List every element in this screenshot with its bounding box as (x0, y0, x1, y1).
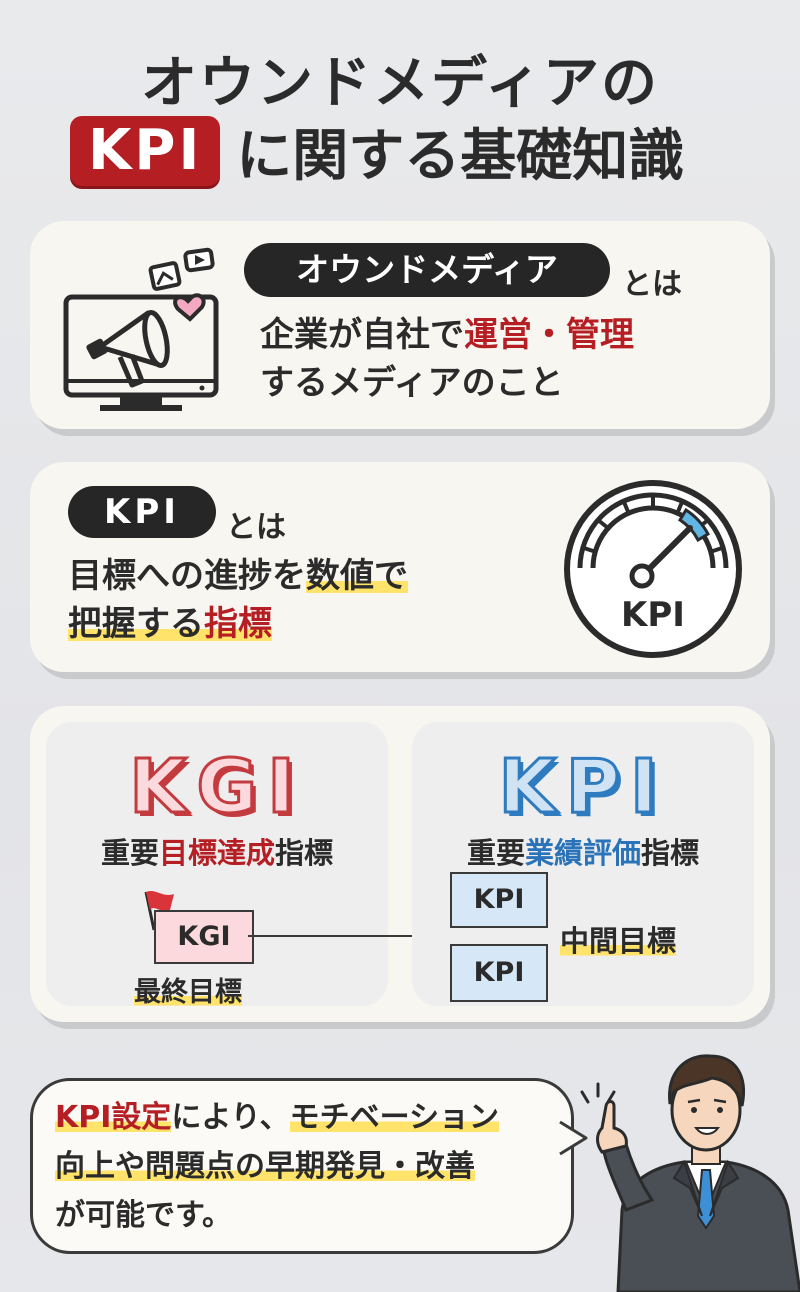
kgi-subtitle: 重要目標達成指標 (46, 830, 388, 872)
bubble-l3: が可能です。 (55, 1198, 232, 1233)
owned-media-line2: するメディアのこと (260, 363, 564, 403)
title-kpi-badge: KPI (70, 116, 221, 186)
flag-icon (144, 891, 174, 931)
kgi-caption: 最終目標 (134, 970, 242, 1009)
kpi-sub-prefix: 重要 (466, 836, 525, 870)
kgi-caption-text: 最終目標 (134, 977, 242, 1008)
owned-media-pill: オウンドメディア (244, 243, 610, 297)
page-title-line2: KPI に関する基礎知識 (70, 114, 684, 189)
owned-media-definition: 企業が自社で運営・管理 するメディアのこと (260, 311, 634, 407)
kpi-caption: 中間目標 (560, 918, 677, 960)
kpi-line2-b: 指標 (204, 604, 272, 644)
megaphone-monitor-icon (63, 247, 219, 411)
kpi-line1-b: 数値で (306, 556, 408, 596)
owned-media-towa: とは (622, 267, 682, 302)
kgi-heading: KGI (128, 743, 305, 832)
kpi-definition-text: 目標への進捗を数値で 把握する指標 (68, 552, 408, 648)
kpi-box-2: KPI (450, 944, 548, 1002)
kpi-sub-blue: 業績評価 (524, 836, 641, 870)
kpi-box-1: KPI (450, 872, 548, 928)
owned-media-line1-red: 運営・管理 (464, 315, 634, 355)
gauge-label: KPI (621, 595, 685, 635)
kgi-sub-prefix: 重要 (100, 836, 159, 870)
bubble-tail (556, 1120, 588, 1156)
kpi-sub-suffix: 指標 (641, 836, 700, 870)
kpi-caption-text: 中間目標 (560, 924, 677, 958)
kgi-box: KGI (154, 910, 254, 964)
kgi-sub-suffix: 指標 (275, 836, 334, 870)
kgi-sub-red: 目標達成 (158, 836, 275, 870)
speech-bubble-text: KPI設定により、モチベーション 向上や問題点の早期発見・改善 が可能です。 (55, 1093, 500, 1240)
owned-media-line1-prefix: 企業が自社で (260, 315, 464, 355)
owned-media-card: オウンドメディア とは 企業が自社で運営・管理 するメディアのこと (30, 221, 770, 429)
speech-bubble: KPI設定により、モチベーション 向上や問題点の早期発見・改善 が可能です。 (30, 1078, 574, 1254)
bubble-l2-hl: 向上や問題点の早期発見・改善 (55, 1149, 475, 1184)
bubble-l1-hl: モチベーション (289, 1100, 500, 1135)
bubble-l1-red: KPI設定 (55, 1100, 172, 1135)
kpi-heading: KPI (497, 743, 668, 832)
kpi-panel: KPI 重要業績評価指標 KPI KPI 中間目標 (412, 722, 754, 1006)
page-title-line1: オウンドメディアの (140, 51, 660, 116)
kgi-panel: KGI 重要目標達成指標 KGI 最終目標 (46, 722, 388, 1009)
kpi-line1-a: 目標への進捗を (68, 556, 306, 596)
businessman-illustration (580, 1054, 800, 1292)
kpi-subtitle: 重要業績評価指標 (412, 830, 754, 872)
gauge-icon: KPI (564, 480, 742, 658)
kpi-definition-towa: とは (226, 510, 286, 545)
kpi-definition-pill: KPI (68, 486, 216, 538)
kpi-definition-card: KPI とは 目標への進捗を数値で 把握する指標 KPI (30, 462, 770, 672)
bubble-l1-a: により、 (171, 1100, 290, 1135)
title-line2-text: に関する基礎知識 (236, 123, 685, 189)
kgi-kpi-card: KGI 重要目標達成指標 KGI 最終目標 KPI 重要業績評価指標 KPI K… (30, 706, 770, 1022)
kpi-line2-a: 把握する (68, 604, 204, 644)
